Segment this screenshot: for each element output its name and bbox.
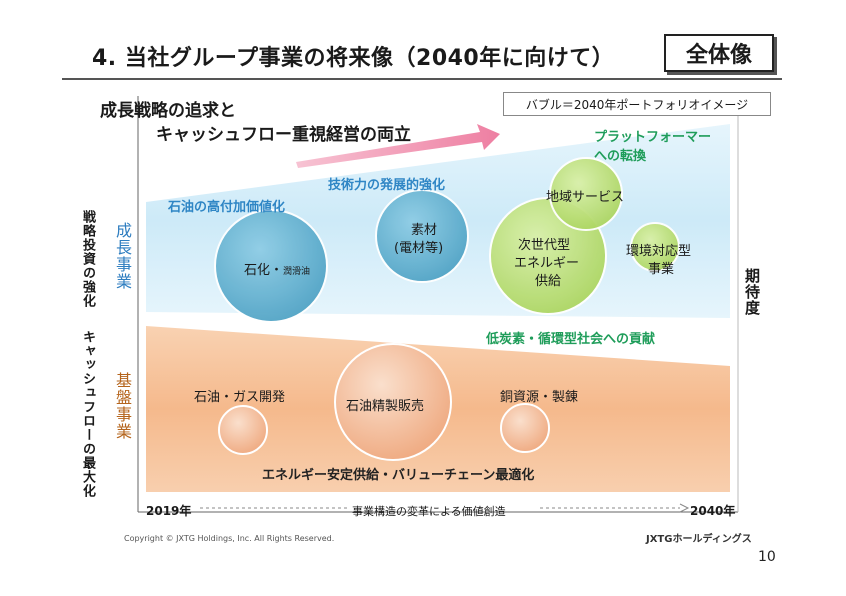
theme-tech: 技術力の発展的強化	[328, 178, 446, 193]
label-expectation: 期待度	[743, 268, 761, 316]
axis-end-year: 2040年	[690, 504, 736, 518]
theme-energy-supply: エネルギー安定供給・バリューチェーン最適化	[262, 468, 535, 483]
bubble-label-oil-gas: 石油・ガス開発	[194, 390, 286, 405]
bubble-label-materials-1: 素材	[410, 223, 437, 238]
axis-caption: 事業構造の変革による価値創造	[352, 505, 506, 518]
page-title: 4. 当社グループ事業の将来像（2040年に向けて）	[92, 46, 615, 71]
bubble-label-next-energy-3: 供給	[535, 274, 562, 289]
bubble-label-env-1: 環境対応型	[626, 244, 692, 259]
theme-oil-value: 石油の高付加価値化	[168, 200, 286, 215]
bubble-label-materials-2: (電材等)	[394, 241, 444, 256]
label-base-business: 基盤事業	[113, 372, 132, 440]
label-cashflow-max: キャッシュフローの最大化	[80, 330, 95, 498]
company-logo: JXTGホールディングス	[646, 534, 752, 545]
bubble-materials	[375, 189, 469, 283]
bubble-label-regional: 地域サービス	[546, 190, 625, 205]
bubble-label-next-energy-1: 次世代型	[518, 238, 571, 253]
strategy-line-1: 成長戦略の追求と	[100, 101, 236, 121]
bubble-label-env-2: 事業	[648, 262, 675, 277]
label-strategic-investment: 戦略投資の強化	[80, 210, 95, 308]
bubble-environment	[630, 222, 680, 272]
label-growth-business: 成長事業	[113, 222, 132, 290]
title-divider	[62, 78, 782, 80]
strategy-line-2: キャッシュフロー重視経営の両立	[156, 125, 411, 145]
theme-platform-1: プラットフォーマー	[594, 130, 712, 145]
overview-badge: 全体像	[664, 34, 774, 72]
bubble-label-next-energy-2: エネルギー	[514, 256, 580, 271]
page-number: 10	[758, 549, 776, 565]
bubble-regional-services	[549, 157, 623, 231]
bubble-refining	[334, 343, 452, 461]
bubble-petrochemicals	[214, 209, 328, 323]
theme-low-carbon: 低炭素・循環型社会への貢献	[486, 332, 656, 347]
bubble-label-refining: 石油精製販売	[346, 399, 425, 414]
growth-arrow	[296, 124, 500, 168]
bubble-legend: バブル＝2040年ポートフォリオイメージ	[503, 92, 771, 116]
axis-start-year: 2019年	[146, 504, 192, 518]
bubble-copper	[500, 403, 550, 453]
copyright-text: Copyright © JXTG Holdings, Inc. All Righ…	[124, 534, 335, 543]
bubble-oil-gas	[218, 405, 268, 455]
bubble-label-copper: 銅資源・製錬	[500, 390, 579, 405]
theme-platform-2: への転換	[594, 149, 647, 164]
axis-arrowhead	[679, 503, 690, 513]
bubble-label-petrochem: 石化・潤滑油	[244, 263, 311, 278]
